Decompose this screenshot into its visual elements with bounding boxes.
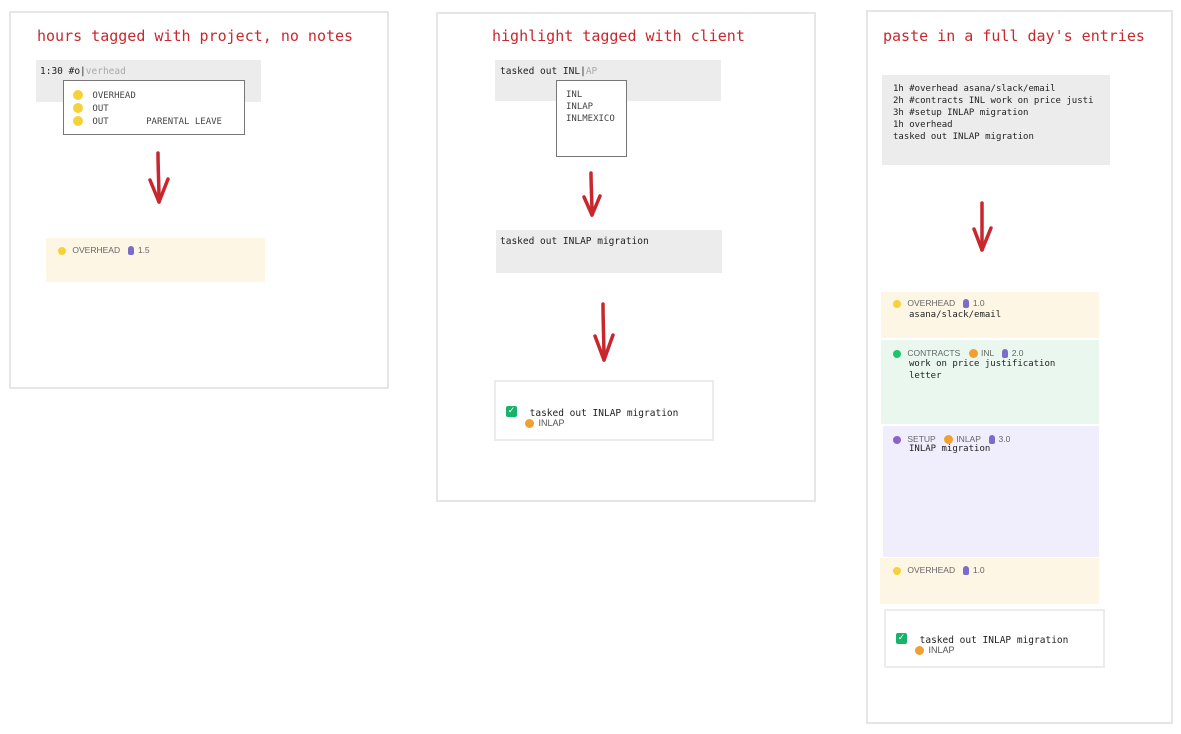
entry-note-continued: letter	[909, 371, 942, 381]
autocomplete-ghost-text: AP	[585, 66, 598, 77]
option-label: OVERHEAD	[92, 90, 136, 101]
hours-icon	[963, 566, 970, 576]
dropdown-option[interactable]: INL	[566, 90, 583, 100]
client-face-icon	[915, 646, 924, 656]
entry-hours: 1.0	[972, 298, 985, 308]
paste-input[interactable]: 1h #overhead asana/slack/email 2h #contr…	[882, 75, 1110, 165]
todo-card[interactable]: ✓ tasked out INLAP migration INLAP	[494, 380, 714, 441]
dropdown-option[interactable]: INLAP	[566, 102, 594, 112]
entry-tag: OVERHEAD	[907, 565, 956, 575]
todo-text: tasked out INLAP migration	[919, 635, 1069, 646]
option-sublabel: PARENTAL LEAVE	[146, 116, 222, 127]
pasted-line: 2h #contracts INL work on price justi	[893, 96, 1094, 106]
overhead-dot-icon	[73, 90, 83, 100]
entry-input-text: tasked out INL|AP	[500, 66, 598, 77]
hours-icon	[963, 299, 970, 309]
dropdown-option[interactable]: INLMEXICO	[566, 114, 615, 124]
down-arrow-icon	[593, 302, 615, 362]
entry-note: work on price justification	[909, 359, 1056, 369]
client-face-icon	[525, 419, 534, 429]
todo-client: INLAP	[538, 418, 565, 428]
entry-input[interactable]	[496, 230, 722, 273]
dropdown-option[interactable]: OVERHEAD	[73, 90, 136, 101]
entry-tag: SETUP	[907, 434, 936, 444]
panel-1-title: hours tagged with project, no notes	[37, 27, 354, 45]
tag-autocomplete-dropdown[interactable]: OVERHEAD OUT OUT PARENTAL LEAVE	[63, 80, 245, 135]
client-autocomplete-dropdown[interactable]: INL INLAP INLMEXICO	[556, 80, 627, 157]
contracts-dot-icon	[893, 349, 901, 358]
down-arrow-icon	[582, 171, 602, 217]
todo-text: tasked out INLAP migration	[529, 408, 679, 419]
time-entry-card[interactable]: OVERHEAD 1.0	[880, 558, 1099, 604]
out-dot-icon	[73, 103, 83, 113]
option-label: OUT	[92, 116, 109, 127]
entry-hours: 3.0	[998, 434, 1011, 444]
hours-icon	[989, 435, 996, 445]
entry-client: INL	[981, 348, 994, 358]
overhead-dot-icon	[58, 246, 66, 255]
checkbox-checked-icon[interactable]: ✓	[896, 633, 907, 644]
entry-note: asana/slack/email	[909, 310, 1002, 320]
todo-client: INLAP	[928, 645, 955, 655]
down-arrow-icon	[972, 201, 993, 252]
checkbox-checked-icon[interactable]: ✓	[506, 406, 517, 417]
overhead-dot-icon	[893, 566, 901, 575]
pasted-line: 1h overhead	[893, 120, 953, 130]
client-face-icon	[943, 435, 953, 445]
time-entry-card[interactable]: OVERHEAD 1.5	[46, 238, 265, 282]
pasted-line: 3h #setup INLAP migration	[893, 108, 1029, 118]
dropdown-option[interactable]: OUT PARENTAL LEAVE	[73, 116, 222, 127]
dropdown-option[interactable]: OUT	[73, 103, 109, 114]
pasted-line: tasked out INLAP migration	[893, 132, 1034, 142]
out-dot-icon	[73, 116, 83, 126]
autocomplete-ghost-text: verhead	[85, 66, 126, 77]
time-entry-card[interactable]: SETUP INLAP 3.0 INLAP migration	[883, 426, 1099, 557]
typed-text: tasked out INL	[500, 66, 581, 77]
entry-input-text: tasked out INLAP migration	[500, 236, 649, 247]
typed-text: 1:30 #o	[40, 66, 81, 77]
time-entry-card[interactable]: OVERHEAD 1.0 asana/slack/email	[881, 292, 1099, 338]
todo-card[interactable]: ✓ tasked out INLAP migration INLAP	[884, 609, 1105, 668]
pasted-line: 1h #overhead asana/slack/email	[893, 84, 1056, 94]
hours-icon	[128, 246, 135, 256]
down-arrow-icon	[148, 151, 170, 204]
overhead-dot-icon	[893, 299, 901, 308]
entry-hours: 1.0	[972, 565, 985, 575]
entry-tag: OVERHEAD	[72, 245, 121, 255]
entry-tag: CONTRACTS	[907, 348, 961, 358]
entry-tag: OVERHEAD	[907, 298, 956, 308]
client-face-icon	[968, 349, 978, 359]
entry-hours: 2.0	[1011, 348, 1024, 358]
entry-input-text: 1:30 #o|verhead	[40, 66, 126, 77]
panel-2-title: highlight tagged with client	[492, 27, 745, 45]
setup-dot-icon	[893, 435, 901, 444]
option-label: OUT	[92, 103, 109, 114]
panel-3-title: paste in a full day's entries	[883, 27, 1145, 45]
entry-note: INLAP migration	[909, 444, 991, 454]
entry-client: INLAP	[956, 434, 981, 444]
hours-icon	[1002, 349, 1009, 359]
entry-hours: 1.5	[137, 245, 150, 255]
time-entry-card[interactable]: CONTRACTS INL 2.0 work on price justific…	[881, 340, 1099, 424]
